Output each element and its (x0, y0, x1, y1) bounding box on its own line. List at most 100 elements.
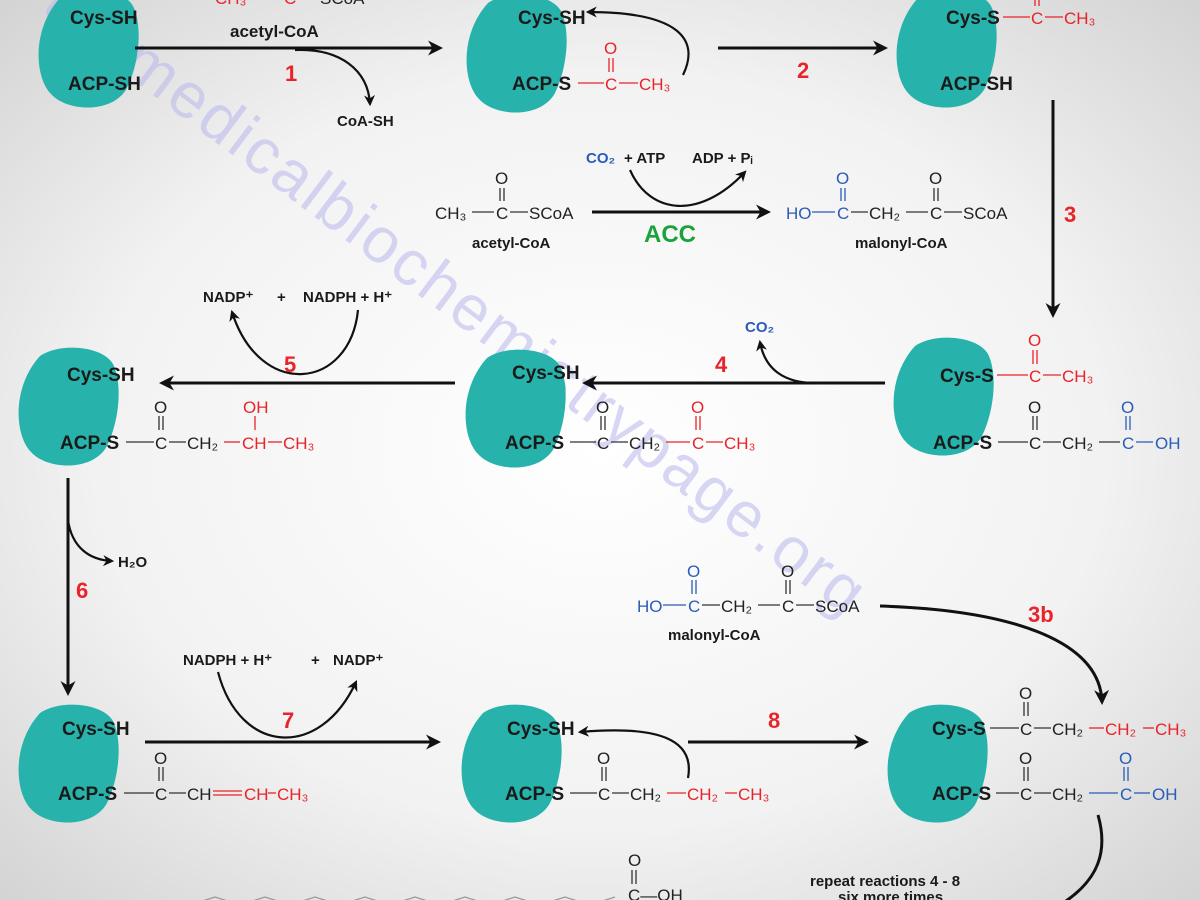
cys-s-label: Cys-S (946, 8, 1000, 29)
carbon: C (155, 785, 167, 804)
acp-s-label: ACP-S (505, 784, 564, 805)
cys-sh-label: Cys-SH (67, 365, 135, 386)
nadph-arrow (229, 309, 360, 376)
ch3: CH₃ (639, 75, 670, 94)
coa-sh-label: CoA-SH (337, 113, 394, 130)
ch2: CH₂ (721, 597, 752, 616)
carbon: C (496, 204, 508, 223)
acp-s-label: ACP-S (58, 784, 117, 805)
adp-label: ADP + Pᵢ (692, 150, 753, 167)
ch: CH (244, 785, 269, 804)
cys-sh-label: Cys-SH (512, 363, 580, 384)
ho: HO (637, 597, 663, 616)
oxygen: O (1121, 398, 1134, 417)
carbon: C (930, 204, 942, 223)
step-number: 3b (1028, 602, 1054, 627)
scoa: SCoA (963, 204, 1008, 223)
step-number: 4 (715, 352, 728, 377)
step-number: 7 (282, 708, 294, 733)
step-number: 5 (284, 352, 296, 377)
cys-sh-label: Cys-SH (518, 8, 586, 29)
butyryl-transfer-arrow (577, 725, 690, 779)
ch2: CH₂ (630, 785, 661, 804)
cys-sh-label: Cys-SH (70, 8, 138, 29)
acp-s-label: ACP-S (505, 433, 564, 454)
oxygen: O (154, 749, 167, 768)
oxygen: O (1019, 684, 1032, 703)
repeat-label: repeat reactions 4 - 8 (810, 873, 960, 890)
ch2: CH₂ (1105, 720, 1136, 739)
scoa: SCoA (320, 0, 365, 8)
acp-sh-label: ACP-SH (68, 74, 141, 95)
acetyl-cys-enzyme: Cys-S C CH₃ ACP-SH (940, 0, 1095, 95)
atp-label: + ATP (624, 150, 665, 167)
coa-release-arrow (294, 48, 375, 107)
ch: CH (242, 434, 267, 453)
acp-s-label: ACP-S (60, 433, 119, 454)
nadp-label: NADP⁺ (203, 289, 254, 306)
oxygen: O (1019, 749, 1032, 768)
ch3: CH₃ (277, 785, 308, 804)
acc-enzyme-label: ACC (644, 221, 696, 248)
malonyl-coa-label: malonyl-CoA (855, 235, 948, 252)
cys-sh-label: Cys-SH (62, 719, 130, 740)
ch3: CH₃ (1155, 720, 1186, 739)
step-1: CH₃ C SCoA acetyl-CoA 1 CoA-SH (135, 0, 443, 130)
oxygen: O (628, 851, 641, 870)
repeat-label: six more times (838, 889, 943, 900)
ch3: CH₃ (738, 785, 769, 804)
co2-label: CO₂ (745, 319, 774, 336)
carboxyl: C—OH (628, 886, 683, 900)
crotonyl-acp-enzyme: Cys-SH ACP-S C O CH CH CH₃ (58, 719, 308, 805)
acetoacetyl-acp-enzyme: Cys-SH ACP-S C O CH₂ C O CH₃ (505, 363, 755, 454)
acp-s-label: ACP-S (512, 74, 571, 95)
ch2: CH₂ (1062, 434, 1093, 453)
arrow-step-3b (879, 604, 1110, 705)
ch3: CH₃ (1062, 367, 1093, 386)
ch2: CH₂ (869, 204, 900, 223)
ch: CH (187, 785, 212, 804)
acetyl-transfer-arrow (585, 6, 690, 76)
plus-label: + (277, 289, 286, 306)
carbon: C (692, 434, 704, 453)
co2-release-arrow (756, 339, 816, 385)
oxygen: O (781, 562, 794, 581)
carbon: C (1122, 434, 1134, 453)
ch3: CH₃ (1064, 9, 1095, 28)
atp-arrow (628, 169, 747, 207)
carbon: C (1029, 434, 1041, 453)
ch3: CH₃ (724, 434, 755, 453)
acp-s-label: ACP-S (933, 433, 992, 454)
malonyl-coa-label: malonyl-CoA (668, 627, 761, 644)
step-number: 8 (768, 708, 780, 733)
butyryl-malonyl-enzyme: Cys-S C O CH₂ CH₂ CH₃ ACP-S C O CH₂ C O … (932, 684, 1186, 805)
carbon: C (688, 597, 700, 616)
ch2: CH₂ (1052, 720, 1083, 739)
oxygen: O (1028, 331, 1041, 350)
fas-free: Cys-SH ACP-SH (68, 8, 141, 95)
ch2: CH₂ (687, 785, 718, 804)
carbon: C (605, 75, 617, 94)
oxygen: O (597, 749, 610, 768)
nadph-label: NADPH + H⁺ (183, 652, 272, 669)
ch3: CH₃ (215, 0, 246, 8)
step-number: 1 (285, 61, 297, 86)
carbon: C (598, 785, 610, 804)
carbon: C (1031, 9, 1043, 28)
oxygen: O (154, 398, 167, 417)
oxygen: O (596, 398, 609, 417)
carbon: C (597, 434, 609, 453)
oh: OH (243, 398, 269, 417)
nadph-label: NADPH + H⁺ (303, 289, 392, 306)
carbon: C (155, 434, 167, 453)
palmitate: O C—OH (203, 851, 683, 900)
oxygen: O (1119, 749, 1132, 768)
ch2: CH₂ (1052, 785, 1083, 804)
acetyl-acp-enzyme: Cys-SH ACP-S C O CH₃ (512, 6, 690, 95)
ch3: CH₃ (435, 204, 466, 223)
scoa: SCoA (815, 597, 860, 616)
oxygen: O (691, 398, 704, 417)
carbon: C (1120, 785, 1132, 804)
